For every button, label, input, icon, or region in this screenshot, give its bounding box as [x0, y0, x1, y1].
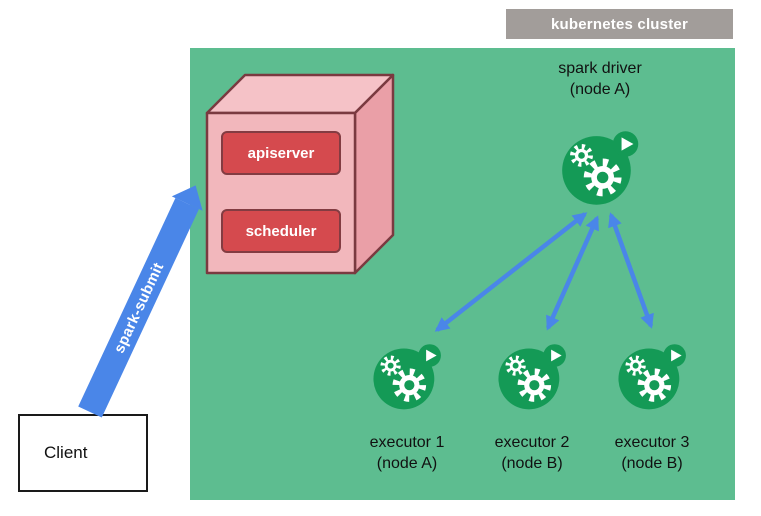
play-icon — [663, 344, 686, 367]
spark-driver-label: spark driver (node A) — [520, 58, 680, 100]
pod-icon-svg — [562, 131, 639, 205]
pod-icon-svg — [498, 344, 566, 410]
pod-icon-svg — [373, 344, 441, 410]
gear-icon-small — [625, 355, 646, 376]
spark-submit-arrow: spark-submit — [78, 198, 199, 418]
kubernetes-cluster-label: kubernetes cluster — [506, 9, 733, 39]
client-box: Client — [18, 414, 148, 492]
executor-1-label: executor 1 (node A) — [327, 432, 487, 474]
executor-3-label: executor 3 (node B) — [572, 432, 732, 474]
executor-3-pod-icon — [613, 336, 691, 414]
apiserver-box: apiserver — [221, 131, 341, 175]
executor-1-pod-icon — [368, 336, 446, 414]
executor-2-node: (node B) — [501, 455, 563, 472]
apiserver-label: apiserver — [247, 144, 315, 162]
executor-1-node: (node A) — [376, 455, 438, 472]
play-icon — [418, 344, 441, 367]
executor-1-name: executor 1 — [369, 434, 445, 451]
gear-icon — [392, 368, 427, 402]
scheduler-box: scheduler — [221, 209, 341, 253]
play-icon — [543, 344, 566, 367]
gear-icon-small — [505, 355, 526, 376]
client-label: Client — [44, 443, 88, 462]
executor-2-label: executor 2 (node B) — [452, 432, 612, 474]
gear-icon-small — [570, 144, 593, 167]
gear-icon-small — [380, 355, 401, 376]
executor-3-name: executor 3 — [614, 434, 690, 451]
gear-icon — [637, 368, 672, 402]
spark-driver-node: (node A) — [569, 81, 631, 98]
spark-driver-name: spark driver — [558, 60, 642, 77]
gear-icon — [583, 158, 622, 197]
play-icon — [612, 131, 639, 157]
gear-icon — [517, 368, 552, 402]
executor-2-name: executor 2 — [494, 434, 570, 451]
pod-icon-svg — [618, 344, 686, 410]
executor-2-pod-icon — [493, 336, 571, 414]
executor-3-node: (node B) — [621, 455, 683, 472]
kubernetes-cluster-label-text: kubernetes cluster — [551, 15, 688, 33]
spark-submit-label: spark-submit — [110, 259, 167, 356]
driver-pod-icon — [556, 122, 644, 210]
scheduler-label: scheduler — [245, 222, 317, 240]
